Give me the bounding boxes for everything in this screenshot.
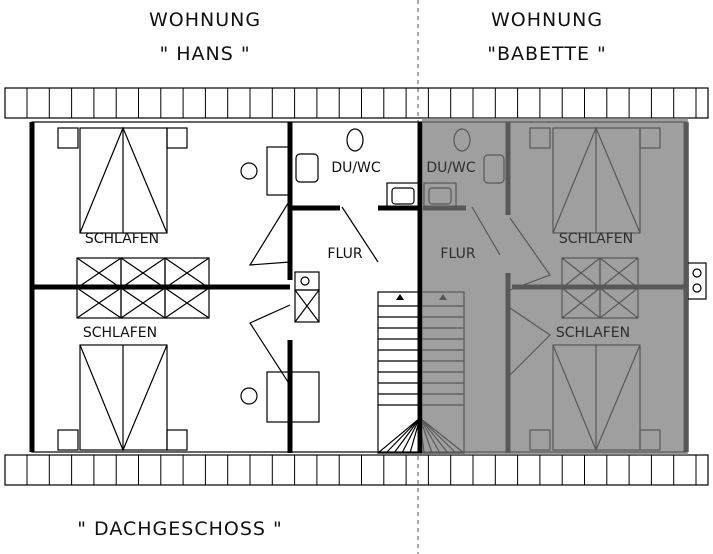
stair-step xyxy=(401,417,421,454)
room-label-babette-schlafen-bottom: SCHLAFEN xyxy=(556,325,630,341)
stair-step xyxy=(377,417,421,454)
bed-hans-bottom xyxy=(57,344,188,452)
roof-eave-bottom xyxy=(4,454,709,486)
wardrobe-hans xyxy=(76,257,210,319)
desk-hans-bottom xyxy=(240,371,320,423)
room-label-hans-schlafen-top: SCHLAFEN xyxy=(85,231,159,247)
heading-babette-line1: WOHNUNG xyxy=(491,9,603,31)
stair-step xyxy=(385,417,421,454)
bed-hans-top xyxy=(57,126,188,234)
stair-up-arrow-icon xyxy=(396,294,404,300)
room-label-hans-schlafen-bottom: SCHLAFEN xyxy=(83,325,157,341)
heading-babette-name: "BABETTE " xyxy=(487,43,606,65)
wardrobe-unit xyxy=(164,287,210,319)
roof-eave-top xyxy=(4,87,709,119)
desk-hans-top xyxy=(240,146,291,196)
heading-hans-line1: WOHNUNG xyxy=(149,9,261,31)
room-label-babette-duwc: DU/WC xyxy=(426,160,476,176)
room-label-hans-flur: FLUR xyxy=(327,246,362,262)
sink-hans xyxy=(295,153,319,183)
shower-hans xyxy=(386,182,420,210)
floor-label: " DACHGESCHOSS " xyxy=(77,518,283,540)
chimney-hans xyxy=(294,271,320,323)
toilet-hans xyxy=(346,128,364,152)
room-label-babette-schlafen-top: SCHLAFEN xyxy=(559,231,633,247)
apartment-babette-highlight xyxy=(422,118,688,455)
stair-step xyxy=(417,417,421,454)
chimney-babette xyxy=(687,262,707,300)
room-label-hans-duwc: DU/WC xyxy=(331,160,381,176)
room-label-babette-flur: FLUR xyxy=(440,246,475,262)
heading-hans-name: " HANS " xyxy=(159,43,250,65)
stair-step xyxy=(393,417,421,454)
stair-step xyxy=(409,417,421,454)
